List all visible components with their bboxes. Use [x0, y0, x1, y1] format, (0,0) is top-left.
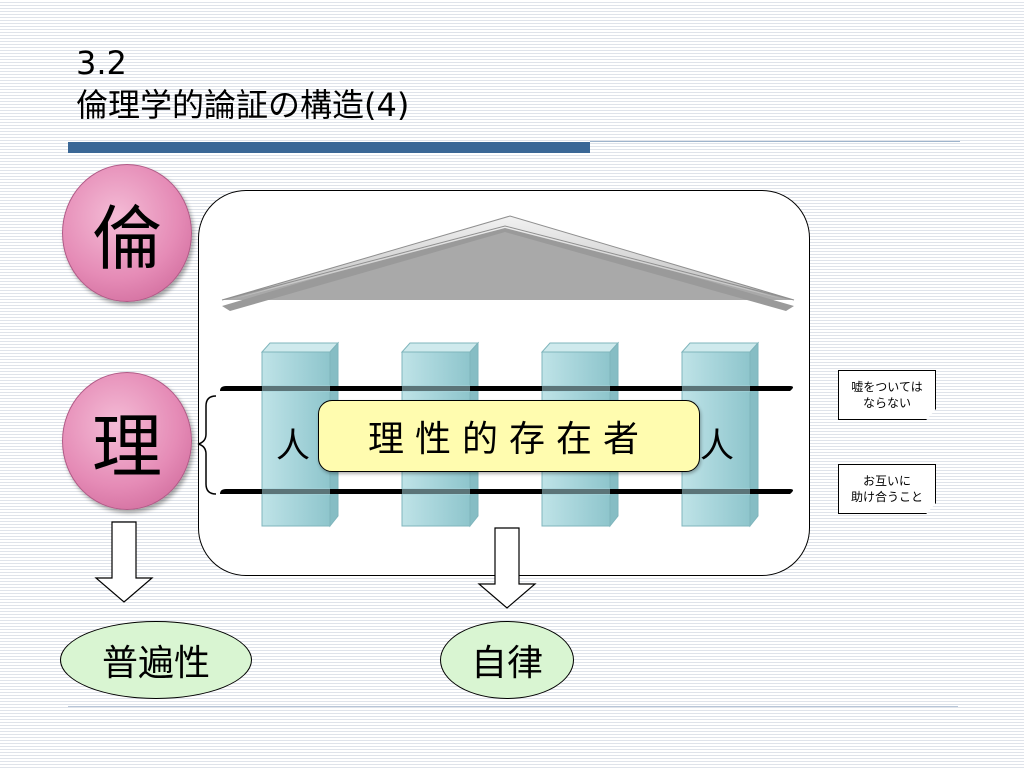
slide-heading: 倫理学的論証の構造(4) — [76, 86, 410, 124]
note-no-lying: 嘘をついては ならない — [838, 370, 936, 420]
temple-roof — [221, 215, 795, 311]
autonomy-oval: 自律 — [440, 621, 574, 699]
title-underline-accent — [68, 142, 590, 153]
footer-divider — [68, 706, 958, 707]
circle-rin-label: 倫 — [92, 197, 162, 280]
upper-beam — [220, 385, 793, 392]
curly-brace — [197, 395, 217, 495]
universality-label: 普遍性 — [101, 643, 210, 684]
autonomy-label: 自律 — [470, 643, 543, 684]
circle-ri: 理 — [62, 372, 192, 510]
rational-being-label: 理性的存在者 — [367, 419, 650, 460]
down-arrow-center — [477, 527, 537, 609]
note-mutual-help-line1: お互いに — [862, 474, 911, 488]
lower-beam — [220, 488, 793, 495]
slide-title: 3.2 倫理学的論証の構造(4) — [76, 42, 409, 126]
circle-ri-label: 理 — [92, 405, 162, 488]
note-no-lying-line2: ならない — [862, 396, 911, 410]
note-mutual-help: お互いに 助け合うこと — [838, 464, 936, 514]
rational-being-banner: 理性的存在者 — [318, 400, 700, 472]
person-left: 人 — [276, 426, 310, 466]
note-mutual-help-line2: 助け合うこと — [850, 490, 923, 504]
circle-rin: 倫 — [62, 164, 192, 302]
note-no-lying-line1: 嘘をついては — [851, 380, 923, 394]
section-number: 3.2 — [76, 44, 127, 82]
universality-oval: 普遍性 — [60, 621, 252, 699]
down-arrow-left — [94, 521, 154, 603]
person-right: 人 — [700, 426, 734, 466]
title-underline-thin — [590, 141, 960, 142]
